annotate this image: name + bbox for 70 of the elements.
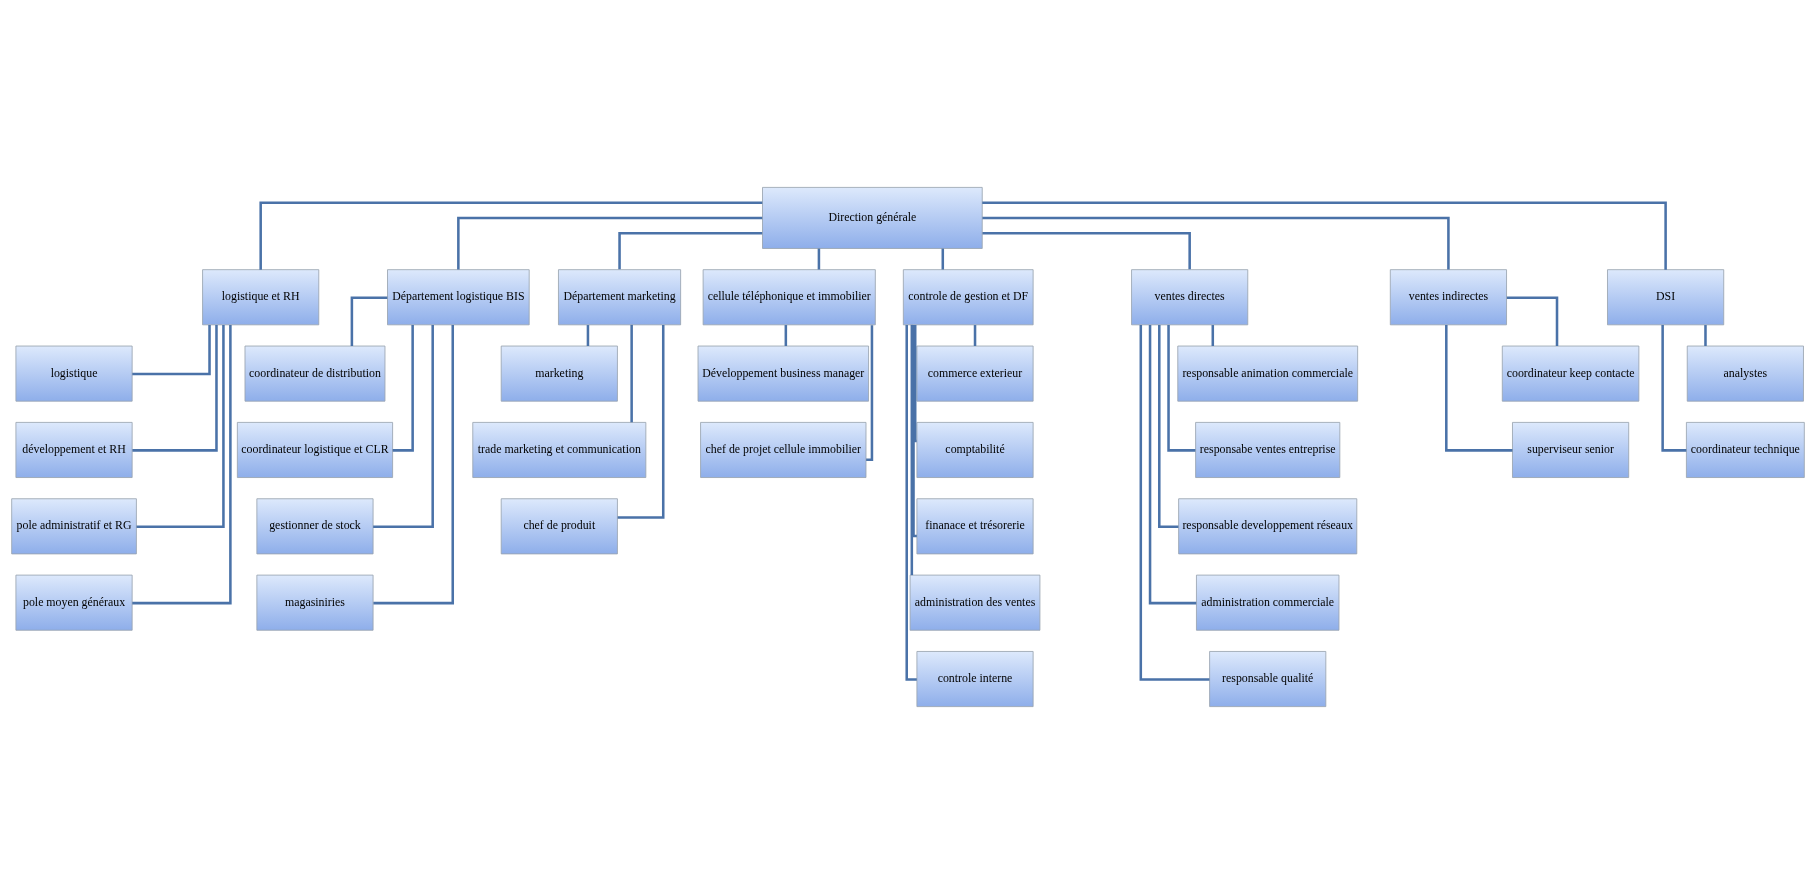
connector	[1445, 324, 1513, 452]
connector	[973, 324, 977, 346]
connector	[132, 324, 232, 604]
node-box: coordinateur logistique et CLR	[236, 421, 394, 478]
connector	[457, 216, 763, 269]
connector	[373, 324, 454, 604]
node-box: controle de gestion et DF	[902, 268, 1034, 325]
node-box: Direction générale	[762, 186, 983, 249]
connector	[866, 324, 874, 461]
node-box: responsable animation commerciale	[1177, 345, 1359, 402]
connector	[1148, 324, 1197, 604]
connector	[1506, 295, 1559, 346]
connector	[132, 324, 218, 452]
node-box: gestionner de stock	[256, 497, 374, 554]
node-box: coordinateur technique	[1685, 421, 1805, 478]
node-box: comptabilité	[916, 421, 1034, 478]
node-box: pole moyen généraux	[15, 574, 133, 631]
connector	[259, 200, 763, 270]
connector	[618, 231, 763, 269]
connector	[586, 324, 590, 346]
node-box: responsable qualité	[1209, 650, 1327, 707]
node-box: trade marketing et communication	[472, 421, 647, 478]
connector	[982, 200, 1667, 270]
node-box: cellule téléphonique et immobilier	[702, 268, 876, 325]
connector	[630, 324, 633, 422]
connector	[905, 324, 917, 681]
node-box: marketing	[500, 345, 618, 402]
connector	[913, 324, 918, 442]
connector	[132, 324, 211, 375]
node-box: logistique et RH	[202, 268, 320, 325]
node-box: responsabe ventes entreprise	[1195, 421, 1341, 478]
connector	[617, 324, 665, 519]
node-box: finanace et trésorerie	[916, 497, 1034, 554]
node-box: chef de produit	[500, 497, 618, 554]
node-box: superviseur senior	[1512, 421, 1630, 478]
node-box: Développement business manager	[697, 345, 869, 402]
node-box: ventes indirectes	[1389, 268, 1507, 325]
node-box: administration des ventes	[909, 574, 1041, 631]
node-box: responsable developpement réseaux	[1178, 497, 1358, 554]
node-box: Département logistique BIS	[387, 268, 530, 325]
node-box: coordinateur de distribution	[244, 345, 386, 402]
node-box: commerce exterieur	[916, 345, 1034, 402]
connector	[350, 295, 388, 346]
node-box: ventes directes	[1131, 268, 1249, 325]
node-box: controle interne	[916, 650, 1034, 707]
node-box: Département marketing	[558, 268, 682, 325]
connector	[784, 324, 788, 346]
node-box: magasiniries	[256, 574, 374, 631]
connector	[1211, 324, 1215, 346]
connector	[1139, 324, 1210, 681]
connector	[982, 231, 1191, 269]
connector	[1158, 324, 1179, 528]
connector	[373, 324, 434, 528]
node-box: chef de projet cellule immobilier	[700, 421, 867, 478]
connector	[392, 324, 414, 452]
connector	[982, 216, 1450, 269]
node-box: coordinateur keep contacte	[1501, 345, 1640, 402]
node-box: analystes	[1686, 345, 1804, 402]
connector	[912, 324, 917, 537]
connector	[136, 324, 225, 528]
node-box: pole administratif et RG	[11, 497, 137, 554]
connector	[817, 248, 821, 270]
node-box: administration commerciale	[1196, 574, 1340, 631]
connector	[1167, 324, 1196, 452]
connector	[1704, 324, 1707, 346]
connector	[941, 248, 945, 270]
node-box: logistique	[15, 345, 133, 402]
node-box: DSI	[1607, 268, 1725, 325]
node-box: développement et RH	[15, 421, 133, 478]
connector	[910, 324, 914, 575]
